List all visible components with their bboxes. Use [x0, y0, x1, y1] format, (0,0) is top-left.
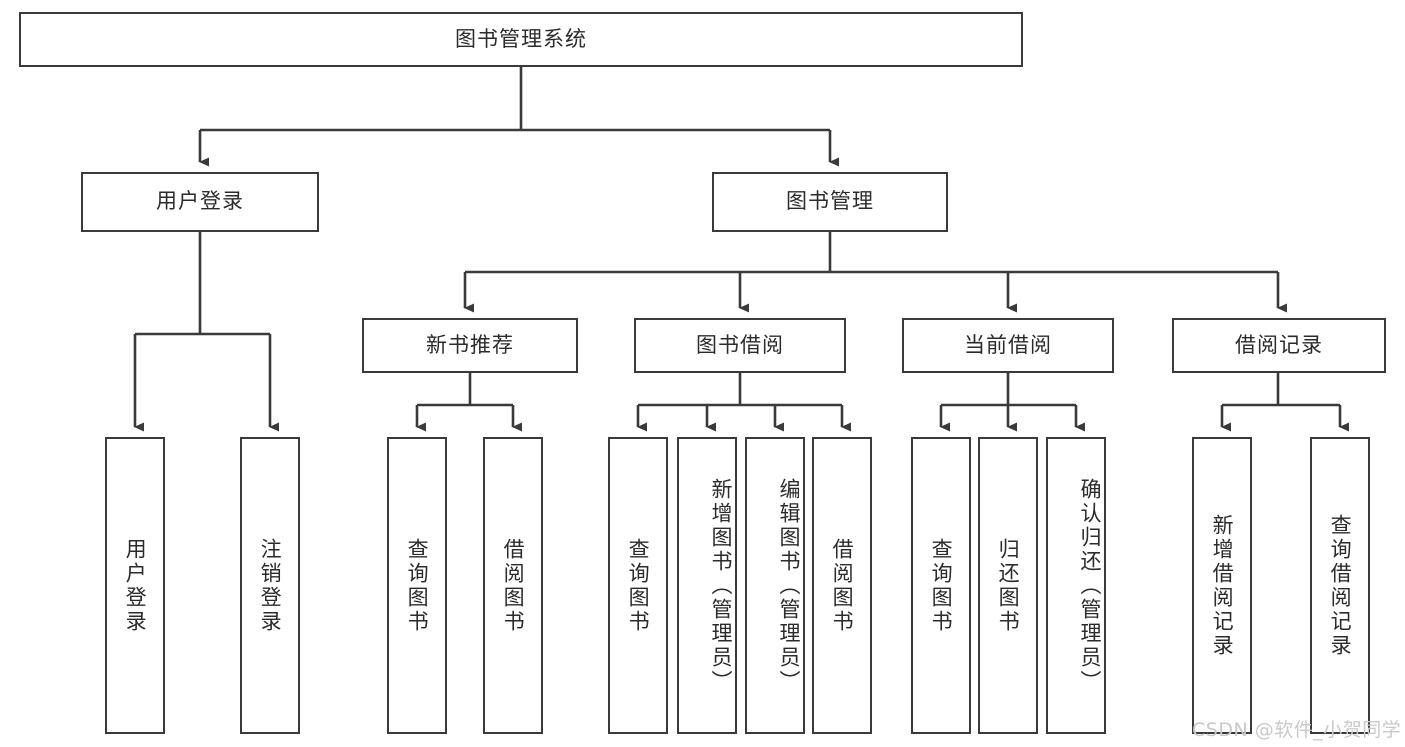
node-borrow-record[interactable]: 借阅记录 [1172, 318, 1386, 373]
node-book-management[interactable]: 图书管理 [712, 172, 948, 232]
leaf-query-book-current[interactable]: 查询图书 [911, 437, 971, 734]
leaf-user-logout[interactable]: 注销登录 [240, 437, 300, 734]
leaf-return-book[interactable]: 归还图书 [978, 437, 1038, 734]
leaf-user-login[interactable]: 用户登录 [105, 437, 165, 734]
leaf-borrow-book-recommend[interactable]: 借阅图书 [483, 437, 543, 734]
leaf-query-borrow-record[interactable]: 查询借阅记录 [1310, 437, 1370, 734]
node-new-book-recommend[interactable]: 新书推荐 [362, 318, 578, 373]
node-current-borrow[interactable]: 当前借阅 [902, 318, 1114, 373]
node-book-borrow[interactable]: 图书借阅 [634, 318, 846, 373]
node-user-login[interactable]: 用户登录 [81, 172, 319, 232]
leaf-confirm-return-admin[interactable]: 确认归还（管理员） [1046, 437, 1106, 734]
leaf-edit-book-admin[interactable]: 编辑图书（管理员） [745, 437, 805, 734]
node-root[interactable]: 图书管理系统 [19, 12, 1023, 67]
leaf-borrow-book[interactable]: 借阅图书 [812, 437, 872, 734]
leaf-add-book-admin[interactable]: 新增图书（管理员） [677, 437, 737, 734]
leaf-query-book[interactable]: 查询图书 [608, 437, 668, 734]
csdn-watermark: CSDN @软件_小贺同学 [1192, 719, 1402, 741]
leaf-add-borrow-record[interactable]: 新增借阅记录 [1192, 437, 1252, 734]
leaf-query-book-recommend[interactable]: 查询图书 [387, 437, 447, 734]
